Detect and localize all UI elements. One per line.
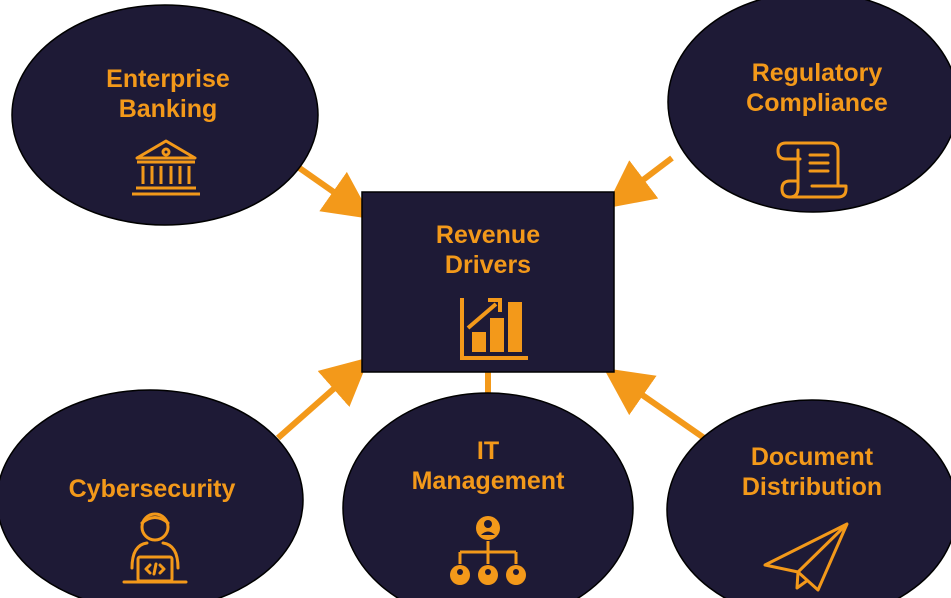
node-label-enterprise-banking: Enterprise Banking	[106, 65, 230, 123]
paper-plane-icon	[763, 522, 849, 592]
arrow-regulatory-to-center	[605, 155, 674, 209]
scroll-document-icon	[776, 141, 848, 199]
node-label-it-management: IT Management	[411, 437, 565, 495]
node-label-revenue-drivers: Revenue Drivers	[435, 221, 541, 279]
node-document-distribution	[666, 399, 951, 598]
node-label-regulatory-compliance: Regulatory Compliance	[746, 59, 888, 117]
arrow-document-to-center	[603, 368, 709, 443]
arrow-cyber-to-center	[276, 357, 370, 441]
node-cybersecurity	[0, 389, 304, 598]
node-regulatory-compliance	[667, 0, 951, 213]
bar-chart-growth-icon	[460, 298, 528, 360]
node-enterprise-banking	[11, 4, 319, 226]
developer-laptop-icon	[122, 512, 188, 584]
org-hierarchy-icon	[450, 516, 526, 585]
bank-building-icon	[132, 139, 200, 196]
node-revenue-drivers	[361, 191, 615, 373]
node-label-document-distribution: Document Distribution	[741, 443, 883, 501]
node-it-management	[342, 392, 634, 598]
node-label-cybersecurity: Cybersecurity	[68, 475, 236, 503]
